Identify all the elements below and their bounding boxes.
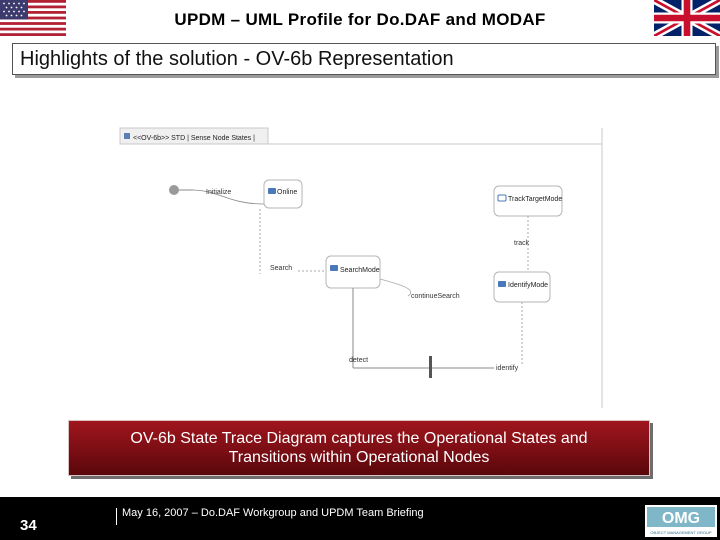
heading-box: Highlights of the solution - OV-6b Repre… (12, 43, 716, 75)
omg-logo-text: OMG (662, 510, 700, 527)
state-identify-mode[interactable]: IdentifyMode (493, 271, 551, 303)
footer-text: May 16, 2007 – Do.DAF Workgroup and UPDM… (122, 507, 424, 519)
slide-title: UPDM – UML Profile for Do.DAF and MODAF (174, 10, 546, 29)
state-icon (330, 265, 338, 271)
omg-logo-subtext: OBJECT MANAGEMENT GROUP (650, 530, 712, 535)
state-label: IdentifyMode (508, 282, 548, 289)
state-icon (497, 194, 507, 202)
junction-bar[interactable] (429, 356, 432, 378)
transition-label-detect: detect (349, 357, 368, 364)
initial-state-node[interactable] (169, 185, 179, 195)
state-label: TrackTargetMode (508, 196, 562, 203)
slide-header: UPDM – UML Profile for Do.DAF and MODAF (0, 0, 720, 40)
omg-logo-icon: OMG OBJECT MANAGEMENT GROUP (645, 505, 717, 537)
diagram-tab-icon (124, 133, 130, 139)
caption-line-1: OV-6b State Trace Diagram captures the O… (130, 430, 588, 447)
state-label: SearchMode (340, 267, 380, 274)
state-label: Online (277, 189, 297, 196)
state-online[interactable]: Online (263, 179, 303, 209)
state-track-target-mode[interactable]: TrackTargetMode (493, 185, 563, 217)
state-icon (268, 188, 276, 194)
transition-label-continue-search: continueSearch (411, 293, 460, 300)
uk-flag-icon (654, 0, 720, 36)
caption-line-2: Transitions within Operational Nodes (228, 449, 490, 466)
slide-footer: 34 May 16, 2007 – Do.DAF Workgroup and U… (0, 497, 720, 540)
slide-heading: Highlights of the solution - OV-6b Repre… (20, 48, 454, 70)
diagram-tab[interactable]: <<OV-6b>> STD | Sense Node States | (119, 127, 269, 145)
diagram-tab-title: <<OV-6b>> STD | Sense Node States | (133, 135, 255, 142)
state-icon (498, 281, 506, 287)
ov6b-diagram: <<OV-6b>> STD | Sense Node States | Init… (118, 124, 604, 408)
transition-label-identify: identify (496, 365, 519, 372)
page-number: 34 (20, 517, 37, 534)
transition-label-search: Search (270, 265, 292, 272)
caption-box: OV-6b State Trace Diagram captures the O… (68, 420, 650, 476)
state-search-mode[interactable]: SearchMode (325, 255, 381, 289)
footer-divider (116, 508, 117, 525)
transition-label-track: track (514, 240, 530, 247)
us-flag-icon (0, 0, 66, 36)
transition-label-initialize: Initialize (206, 189, 231, 196)
